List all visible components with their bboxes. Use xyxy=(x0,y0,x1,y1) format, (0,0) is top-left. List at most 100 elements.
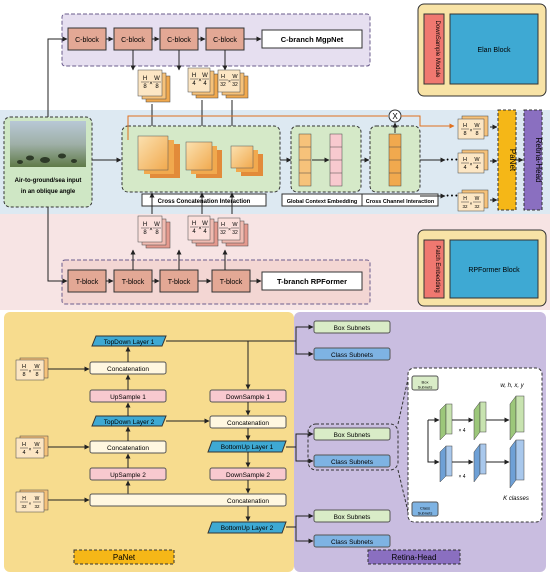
svg-text:BottomUp Layer 2: BottomUp Layer 2 xyxy=(221,525,274,532)
svg-text:T-block: T-block xyxy=(220,279,243,286)
class-subnets-2 xyxy=(313,454,391,468)
cross-channel-label-box xyxy=(361,193,439,207)
svg-text:32: 32 xyxy=(474,204,480,209)
svg-text:8: 8 xyxy=(155,230,159,236)
downsample-module xyxy=(423,13,445,85)
retina-head-bottom-tag xyxy=(367,549,461,565)
svg-text:H: H xyxy=(22,442,26,448)
svg-text:PaNet: PaNet xyxy=(113,553,136,562)
svg-text:W: W xyxy=(202,73,208,79)
panet-tag-label: PaNet xyxy=(508,149,517,172)
retina-detail-panel xyxy=(407,367,543,523)
t-branch-title-box xyxy=(261,271,363,291)
svg-text:W: W xyxy=(34,364,40,370)
t-branch-title: T-branch RPFormer xyxy=(277,277,347,286)
svg-text:32: 32 xyxy=(462,204,468,209)
cross-channel-label: Cross Channel Interaction xyxy=(366,199,435,205)
svg-text:×: × xyxy=(149,227,153,233)
retina-head-tag-label: Retina-Head xyxy=(534,138,543,183)
svg-text:× 4: × 4 xyxy=(458,474,465,480)
out-feature-h4: H 4 × W 4 xyxy=(457,149,489,174)
concat-cube-3 xyxy=(230,145,263,176)
svg-text:8: 8 xyxy=(143,84,147,90)
svg-text:DownSample 1: DownSample 1 xyxy=(226,394,270,401)
c-branch-title: C-branch MgpNet xyxy=(281,35,344,44)
svg-text:8: 8 xyxy=(22,372,25,378)
svg-text:Box Subnets: Box Subnets xyxy=(334,325,372,332)
svg-text:×: × xyxy=(198,226,202,232)
concatenation-4 xyxy=(89,493,287,507)
feature-stack-h4-top: H 4 × W 4 xyxy=(187,67,219,99)
svg-text:×: × xyxy=(470,128,473,134)
svg-text:UpSample 2: UpSample 2 xyxy=(110,472,146,479)
svg-text:H: H xyxy=(463,196,467,202)
svg-text:8: 8 xyxy=(475,131,478,137)
input-image-panel: Air-to-ground/sea input in an oblique an… xyxy=(3,116,93,208)
svg-text:W: W xyxy=(475,196,480,202)
global-context-label: Global Context Embedding xyxy=(287,199,358,205)
svg-text:H: H xyxy=(192,73,196,79)
svg-text:Class Subnets: Class Subnets xyxy=(331,539,374,546)
svg-text:Concatenation: Concatenation xyxy=(107,366,149,373)
svg-text:× 4: × 4 xyxy=(458,428,465,434)
box-subnets-1 xyxy=(313,320,391,334)
class-subnets-3 xyxy=(313,534,391,548)
c-branch-title-box xyxy=(261,29,363,49)
topdown-layer-1 xyxy=(91,335,167,347)
elan-block xyxy=(449,13,539,85)
svg-text:Box Subnets: Box Subnets xyxy=(334,514,372,521)
svg-text:H: H xyxy=(22,496,26,502)
svg-text:4: 4 xyxy=(192,81,196,87)
dots-icon-1: • • • xyxy=(446,157,458,164)
concat-cube-2 xyxy=(185,141,222,178)
c-block-4-label: C-block xyxy=(213,37,237,44)
topdown-layer-2 xyxy=(91,415,167,427)
subnets-group-2 xyxy=(307,423,399,471)
svg-text:W: W xyxy=(154,76,160,82)
svg-text:W: W xyxy=(232,74,238,80)
svg-text:32: 32 xyxy=(21,504,27,509)
svg-text:H: H xyxy=(463,157,467,163)
svg-text:4: 4 xyxy=(203,229,207,235)
svg-text:H: H xyxy=(143,76,147,82)
svg-text:Concatenation: Concatenation xyxy=(227,498,269,505)
svg-text:4: 4 xyxy=(203,81,207,87)
box-subnets-2 xyxy=(313,427,391,441)
svg-text:Retina-Head: Retina-Head xyxy=(392,553,437,562)
feature-stack-h4-bottom: H 4 × W 4 xyxy=(187,215,219,247)
svg-text:T-block: T-block xyxy=(168,279,191,286)
svg-text:×: × xyxy=(198,78,202,84)
svg-text:Concatenation: Concatenation xyxy=(107,445,149,452)
svg-text:4: 4 xyxy=(35,450,38,456)
box-subnets-3 xyxy=(313,509,391,523)
svg-text:W: W xyxy=(474,157,480,163)
feature-stack-h32-top: H 32 × W 32 xyxy=(217,69,249,99)
svg-text:4: 4 xyxy=(192,229,196,235)
dots-icon-2: • • • xyxy=(446,193,458,200)
svg-text:T-block: T-block xyxy=(122,279,145,286)
input-caption-2: in an oblique angle xyxy=(21,189,76,195)
svg-text:32: 32 xyxy=(232,230,238,236)
patch-embedding xyxy=(423,239,445,299)
svg-text:×: × xyxy=(470,162,473,168)
wh-label: w, h, x, y xyxy=(500,383,524,389)
svg-text:H: H xyxy=(143,222,147,228)
svg-text:Class Subnets: Class Subnets xyxy=(331,352,374,359)
svg-text:TopDown Layer 1: TopDown Layer 1 xyxy=(104,339,155,346)
class-subnets-mini xyxy=(411,501,439,517)
svg-text:W: W xyxy=(474,123,480,129)
out-feature-h8: H 8 × W 8 xyxy=(457,115,489,140)
svg-text:32: 32 xyxy=(220,82,226,88)
svg-text:32: 32 xyxy=(232,82,238,88)
cross-concat-label: Cross Concatenation Interaction xyxy=(158,199,251,205)
svg-text:×: × xyxy=(149,81,153,87)
svg-text:T-block: T-block xyxy=(76,279,99,286)
svg-text:H: H xyxy=(221,222,225,228)
feature-stack-h32-bottom: H 32 × W 32 xyxy=(217,217,249,247)
svg-text:8: 8 xyxy=(143,230,147,236)
svg-text:8: 8 xyxy=(463,131,466,137)
c-block-1-label: C-block xyxy=(75,37,99,44)
